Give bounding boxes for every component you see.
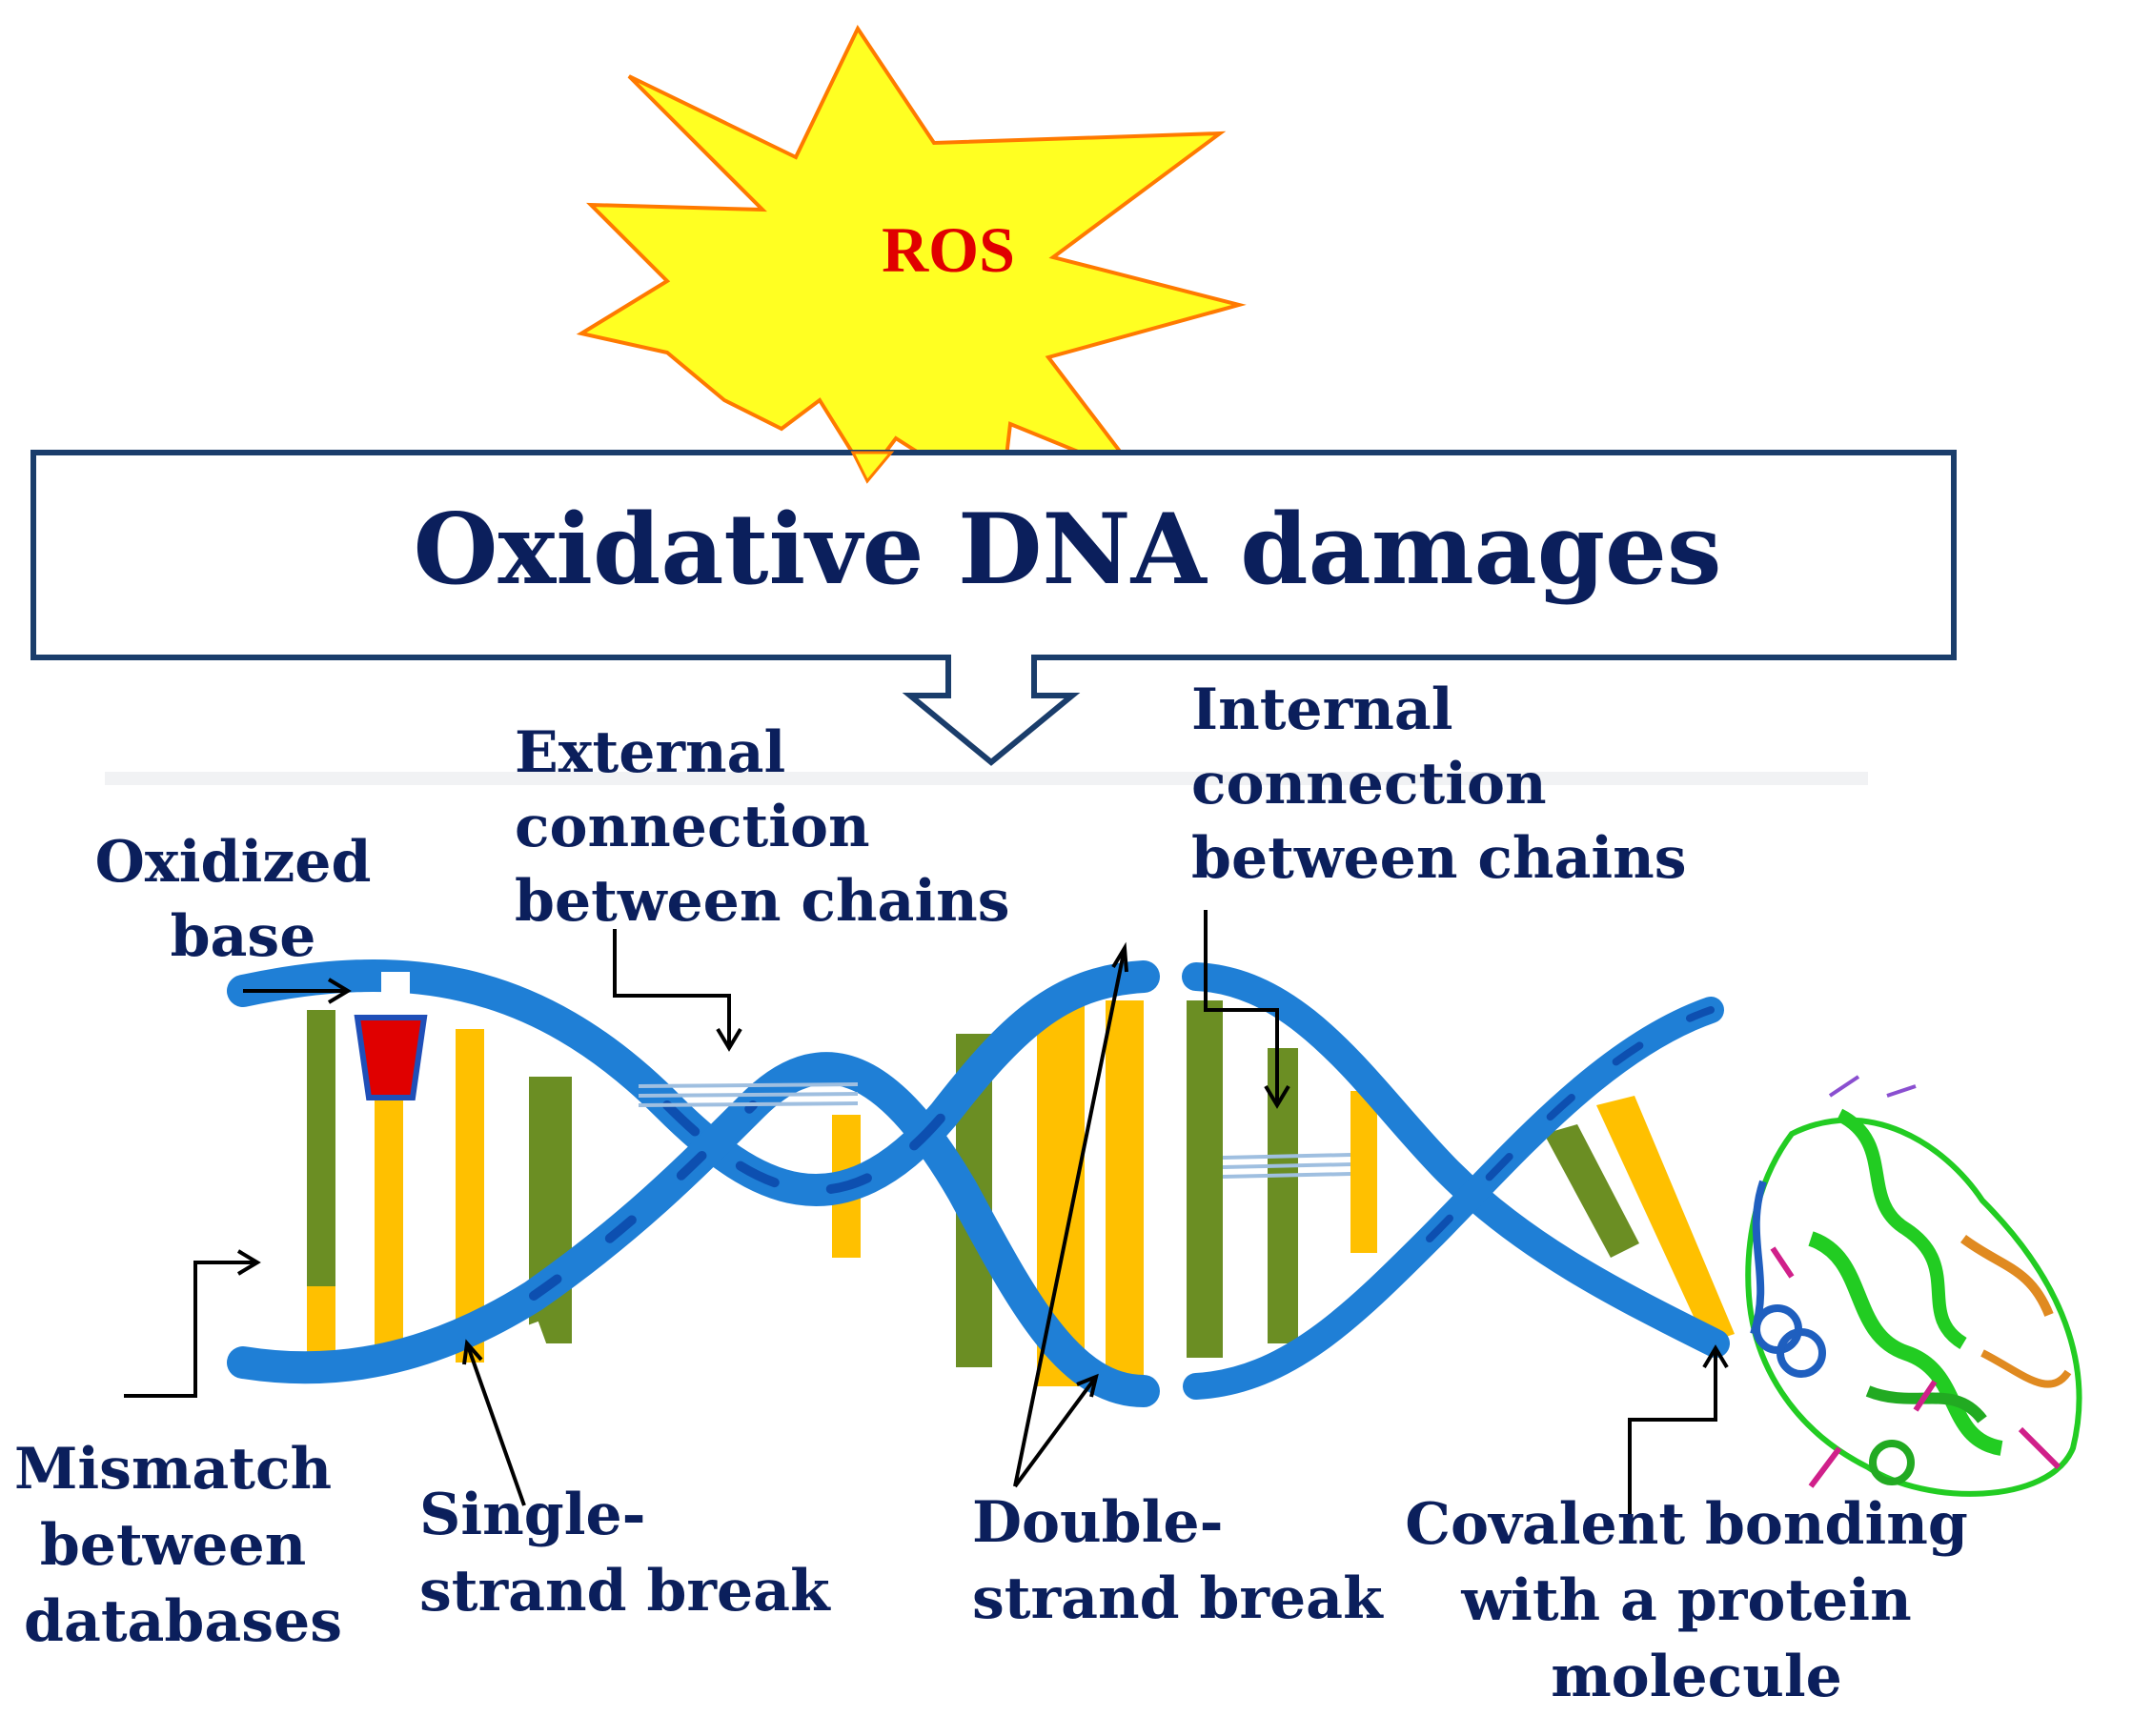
protein-molecule-icon xyxy=(1745,1075,2082,1497)
title-text: Oxidative DNA damages xyxy=(414,493,1722,607)
ros-starburst-icon: ROS xyxy=(576,24,1247,509)
shadow-band xyxy=(105,772,1868,785)
pointer-arrows xyxy=(124,910,1729,1515)
base-pair xyxy=(1596,1096,1735,1343)
external-crosslink xyxy=(638,1082,859,1107)
damage-labels: Oxidized base External connection betwee… xyxy=(14,676,1988,1710)
base-pair xyxy=(307,1010,335,1286)
ros-label: ROS xyxy=(882,213,1015,286)
external-connection-label: External connection between chains xyxy=(515,719,1010,935)
base-pair xyxy=(1350,1091,1377,1253)
oxidized-base-label: Oxidized base xyxy=(95,829,392,970)
mismatch-label: Mismatch between databases xyxy=(14,1436,352,1655)
covalent-bonding-label: Covalent bonding with a protein molecule xyxy=(1405,1491,1988,1710)
title-box: Oxidative DNA damages xyxy=(30,450,1957,766)
base-pair xyxy=(375,1100,403,1367)
strand-gap xyxy=(381,972,410,1010)
oxidized-base-icon xyxy=(354,1015,428,1100)
single-strand-break-gap xyxy=(489,1321,555,1384)
base-pair xyxy=(1106,1000,1144,1382)
internal-connection-label: Internal connection between chains xyxy=(1191,676,1687,892)
single-strand-break-label: Single- strand break xyxy=(419,1482,831,1625)
base-pair xyxy=(1544,1124,1639,1258)
ros-tip-icon xyxy=(850,451,895,484)
base-pair xyxy=(1187,1000,1223,1358)
double-strand-break-label: Double- strand break xyxy=(972,1489,1384,1632)
base-pair xyxy=(307,1286,335,1363)
base-pair xyxy=(456,1029,484,1363)
internal-crosslink xyxy=(1222,1153,1351,1179)
